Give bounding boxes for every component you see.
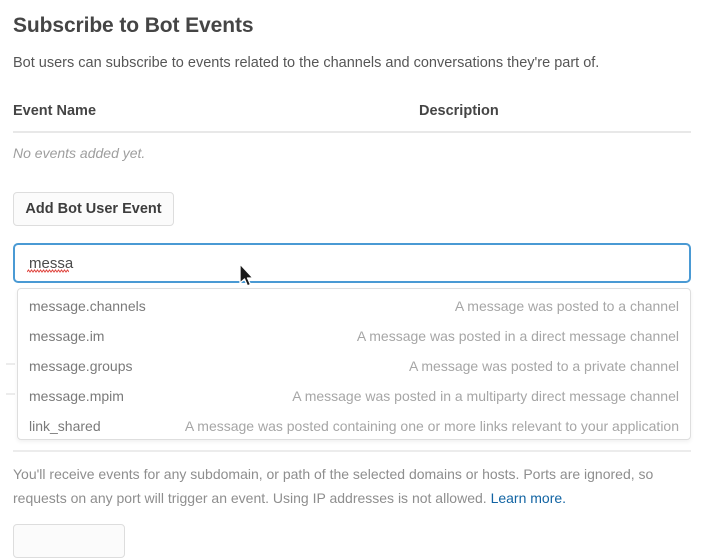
dropdown-option-description: A message was posted containing one or m… [184, 418, 679, 434]
domains-help-text: You'll receive events for any subdomain,… [13, 462, 691, 510]
page-subtitle: Bot users can subscribe to events relate… [13, 55, 600, 71]
bottom-divider [13, 450, 691, 452]
dropdown-option-description: A message was posted in a direct message… [356, 328, 679, 344]
dropdown-option[interactable]: link_shared A message was posted contain… [18, 411, 690, 439]
background-rule-fragment [6, 393, 15, 395]
dropdown-option-description: A message was posted to a private channe… [408, 358, 679, 374]
dropdown-option-name: message.im [29, 328, 105, 344]
events-table-empty-message: No events added yet. [13, 145, 146, 161]
event-search-input[interactable] [13, 243, 691, 283]
dropdown-option[interactable]: message.channels A message was posted to… [18, 291, 690, 321]
dropdown-option-name: message.channels [29, 298, 146, 314]
learn-more-link[interactable]: Learn more. [490, 490, 567, 506]
dropdown-option[interactable]: message.groups A message was posted to a… [18, 351, 690, 381]
add-bot-user-event-button[interactable]: Add Bot User Event [13, 192, 174, 226]
event-suggestions-dropdown[interactable]: message.channels A message was posted to… [17, 288, 691, 440]
column-header-description: Description [419, 103, 499, 119]
dropdown-option[interactable]: message.mpim A message was posted in a m… [18, 381, 690, 411]
bottom-action-button[interactable] [13, 524, 125, 558]
dropdown-option-name: message.mpim [29, 388, 124, 404]
dropdown-option-name: link_shared [29, 418, 101, 434]
events-table-header: Event Name Description [13, 103, 691, 125]
bot-events-page: Subscribe to Bot Events Bot users can su… [6, 14, 691, 558]
background-rule-fragment [6, 363, 15, 365]
dropdown-option-name: message.groups [29, 358, 133, 374]
column-header-event-name: Event Name [13, 103, 97, 119]
dropdown-option-description: A message was posted to a channel [454, 298, 679, 314]
page-title: Subscribe to Bot Events [13, 14, 254, 37]
domains-help-text-body: You'll receive events for any subdomain,… [13, 466, 654, 506]
table-header-divider [13, 131, 691, 133]
dropdown-option[interactable]: message.im A message was posted in a dir… [18, 321, 690, 351]
dropdown-option-description: A message was posted in a multiparty dir… [292, 388, 679, 404]
